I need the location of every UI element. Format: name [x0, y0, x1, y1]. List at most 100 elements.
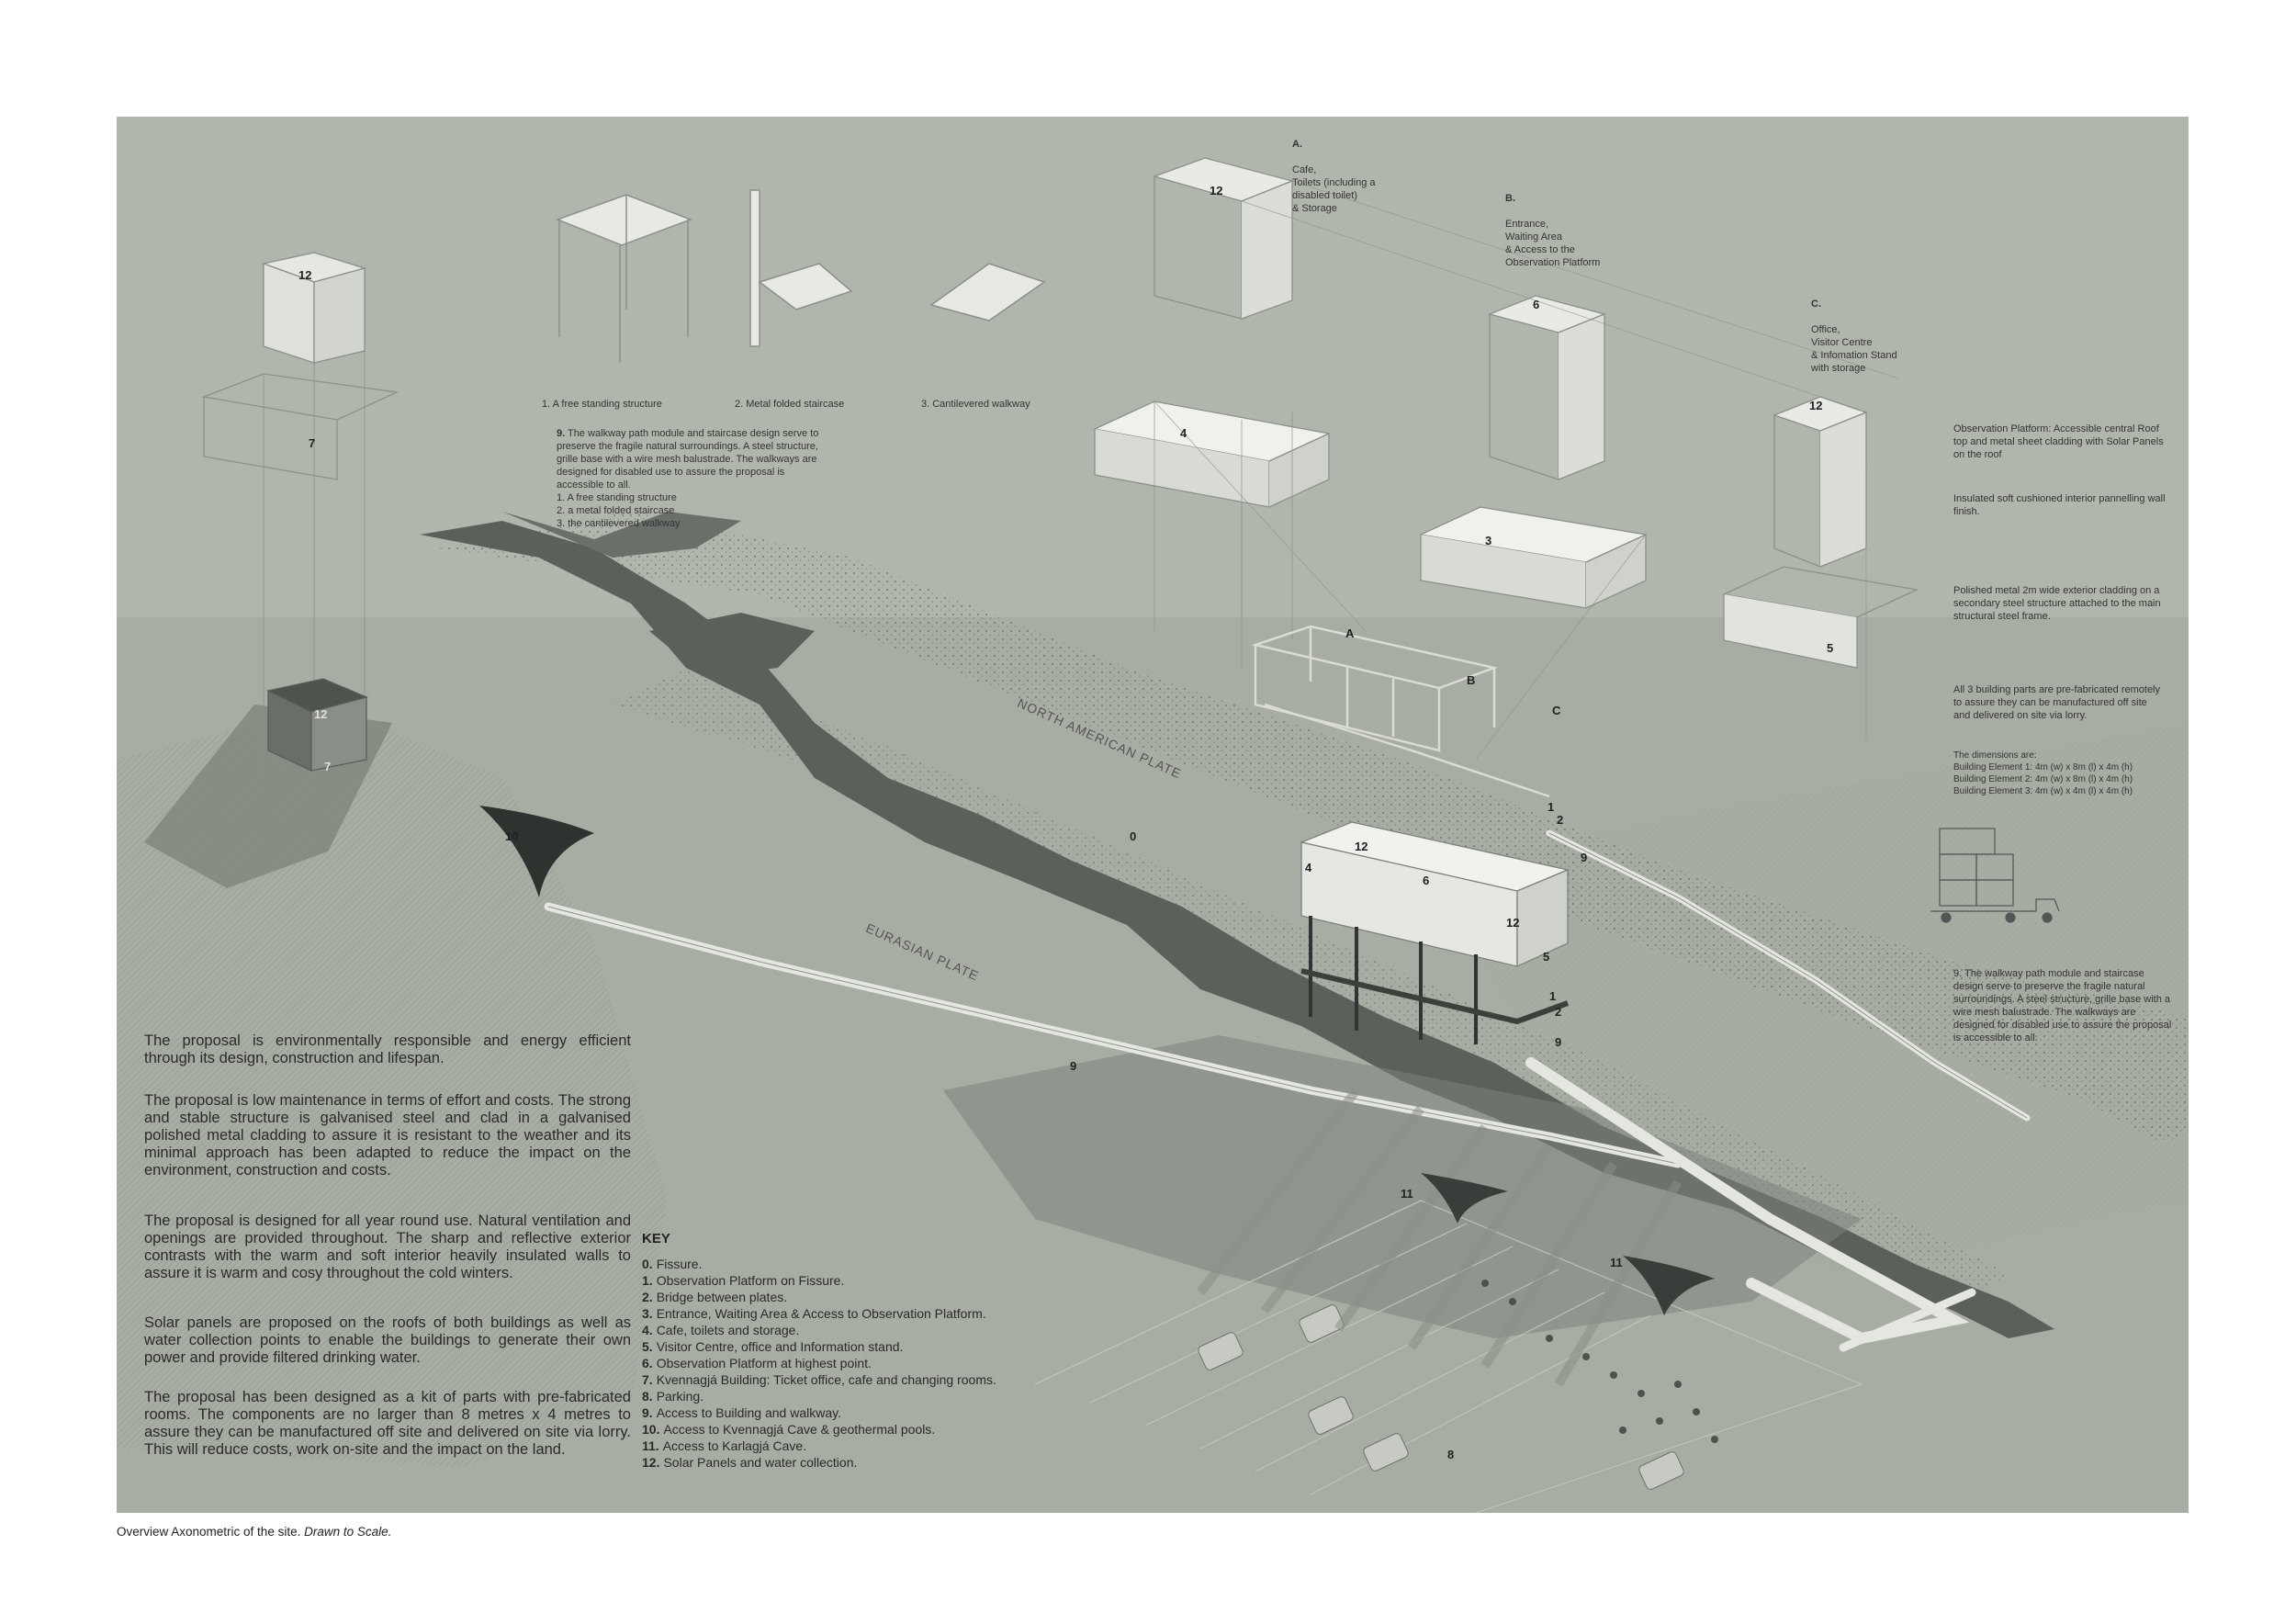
key-item: 1.Observation Platform on Fissure.: [642, 1272, 1064, 1289]
key-item: 12.Solar Panels and water collection.: [642, 1454, 1064, 1471]
component-free-standing-structure: [555, 194, 693, 363]
label-9-walkway-north: 9: [1581, 851, 1588, 864]
key-item-number: 4.: [642, 1323, 653, 1337]
key-item: 10.Access to Kvennagjá Cave & geothermal…: [642, 1421, 1064, 1438]
paragraph-maintenance: The proposal is low maintenance in terms…: [144, 1092, 631, 1179]
fissure: [420, 521, 2054, 1338]
label-6-building: 6: [1423, 874, 1430, 887]
key-item-number: 10.: [642, 1422, 660, 1437]
key-item-number: 9.: [642, 1405, 653, 1420]
key-item: 3.Entrance, Waiting Area & Access to Obs…: [642, 1305, 1064, 1322]
key-item-text: Observation Platform at highest point.: [656, 1356, 872, 1370]
key-item-number: 2.: [642, 1290, 653, 1304]
building-a-text: Cafe, Toilets (including a disabled toil…: [1292, 164, 1376, 214]
shell-11-a: [1421, 1173, 1508, 1224]
key-item-number: 6.: [642, 1356, 653, 1370]
note-observation-platform: Observation Platform: Accessible central…: [1953, 423, 2164, 460]
letter-b: B: [1467, 673, 1476, 687]
key-item-number: 11.: [642, 1438, 659, 1453]
building-c-label: C. Office, Visitor Centre & Infomation S…: [1811, 285, 1897, 375]
parking-grid: [1034, 1200, 1863, 1513]
building-b-label: B. Entrance, Waiting Area & Access to th…: [1505, 179, 1600, 269]
label-8-parking: 8: [1447, 1448, 1455, 1461]
component-label-1: 1. A free standing structure: [542, 399, 662, 410]
label-5-building: 5: [1543, 950, 1550, 964]
module-c-exploded: [1721, 396, 1919, 669]
walkway-note-text: The walkway path module and staircase de…: [557, 428, 819, 529]
key-item-number: 8.: [642, 1389, 653, 1404]
caption-scale-note: Drawn to Scale.: [304, 1525, 392, 1539]
key-item: 5.Visitor Centre, office and Information…: [642, 1338, 1064, 1355]
label-12-module-c: 12: [1809, 399, 1823, 412]
dimension-element-2: Building Element 2: 4m (w) x 8m (l) x 4m…: [1953, 774, 2133, 784]
key-item: 11.Access to Karlagjá Cave.: [642, 1438, 1064, 1454]
key-legend: KEY 0.Fissure. 1.Observation Platform on…: [642, 1231, 1064, 1471]
building-c-text: Office, Visitor Centre & Infomation Stan…: [1811, 324, 1897, 374]
shell-10: [479, 806, 594, 897]
people: [1481, 1280, 1718, 1443]
key-item-text: Observation Platform on Fissure.: [656, 1273, 845, 1288]
building-c-title: C.: [1811, 299, 1821, 310]
main-building: [1299, 821, 1570, 1044]
fissure-upper: [502, 512, 741, 558]
key-item-number: 3.: [642, 1306, 653, 1321]
key-item-text: Visitor Centre, office and Information s…: [656, 1339, 904, 1354]
dimensions-title: The dimensions are:: [1953, 750, 2037, 761]
module-a-exploded: [1092, 157, 1332, 668]
label-0-fissure: 0: [1130, 829, 1137, 843]
parked-cars: [1198, 1304, 1684, 1490]
kvennagja-building-exploded: [201, 252, 400, 778]
kvennagja-building: [266, 678, 368, 773]
key-item: 6.Observation Platform at highest point.: [642, 1355, 1064, 1371]
component-metal-staircase: [749, 189, 853, 347]
label-1-frame: 1: [1548, 800, 1555, 814]
projection-lines: [1154, 180, 1899, 761]
label-10: 10: [505, 829, 519, 843]
caption-main: Overview Axonometric of the site.: [117, 1525, 301, 1539]
key-item-text: Entrance, Waiting Area & Access to Obser…: [656, 1306, 986, 1321]
key-item-number: 1.: [642, 1273, 653, 1288]
key-item-text: Parking.: [656, 1389, 704, 1404]
drawing-sheet: 1. A free standing structure 2. Metal fo…: [117, 117, 2189, 1513]
key-item-number: 7.: [642, 1372, 653, 1387]
key-item-text: Fissure.: [656, 1257, 703, 1271]
key-item-text: Access to Karlagjá Cave.: [662, 1438, 807, 1453]
key-list: 0.Fissure. 1.Observation Platform on Fis…: [642, 1256, 1064, 1471]
label-3-module-b: 3: [1485, 534, 1492, 547]
hatched-terrain-left: [117, 705, 668, 1467]
key-item: 8.Parking.: [642, 1388, 1064, 1404]
building-b-text: Entrance, Waiting Area & Access to the O…: [1505, 219, 1601, 268]
key-item-text: Access to Kvennagjá Cave & geothermal po…: [663, 1422, 936, 1437]
label-12-kvennagja-top: 12: [298, 268, 312, 282]
walkway-shadows: [1197, 1087, 1683, 1387]
label-4-building: 4: [1305, 861, 1312, 874]
key-item-number: 12.: [642, 1455, 660, 1470]
key-item-text: Access to Building and walkway.: [656, 1405, 841, 1420]
shell-11-b: [1623, 1256, 1715, 1315]
label-11-a: 11: [1401, 1187, 1413, 1201]
key-item-number: 5.: [642, 1339, 653, 1354]
walkways: [548, 833, 2031, 1352]
paragraph-all-year: The proposal is designed for all year ro…: [144, 1212, 631, 1281]
label-2-building: 2: [1555, 1005, 1562, 1019]
module-b-exploded: [1418, 295, 1649, 609]
paragraph-solar: Solar panels are proposed on the roofs o…: [144, 1314, 631, 1366]
key-item-text: Solar Panels and water collection.: [663, 1455, 858, 1470]
label-6-module-b: 6: [1533, 298, 1540, 311]
key-item-text: Kvennagjá Building: Ticket office, cafe …: [656, 1372, 996, 1387]
label-11-b: 11: [1610, 1256, 1623, 1269]
drawing-caption: Overview Axonometric of the site. Drawn …: [117, 1525, 391, 1539]
key-item: 7.Kvennagjá Building: Ticket office, caf…: [642, 1371, 1064, 1388]
label-5-module-c: 5: [1827, 641, 1834, 655]
label-12-module-a: 12: [1210, 184, 1223, 197]
key-item: 9.Access to Building and walkway.: [642, 1404, 1064, 1421]
component-label-3: 3. Cantilevered walkway: [921, 399, 1030, 410]
label-4-module-a: 4: [1180, 426, 1187, 440]
key-item: 0.Fissure.: [642, 1256, 1064, 1272]
letter-a: A: [1345, 626, 1355, 640]
dimension-element-1: Building Element 1: 4m (w) x 8m (l) x 4m…: [1953, 762, 2133, 773]
label-12-building-roof: 12: [1506, 916, 1520, 930]
label-7-kvennagja-top: 7: [309, 436, 316, 450]
key-item-number: 0.: [642, 1257, 653, 1271]
paragraph-environment: The proposal is environmentally responsi…: [144, 1032, 631, 1066]
